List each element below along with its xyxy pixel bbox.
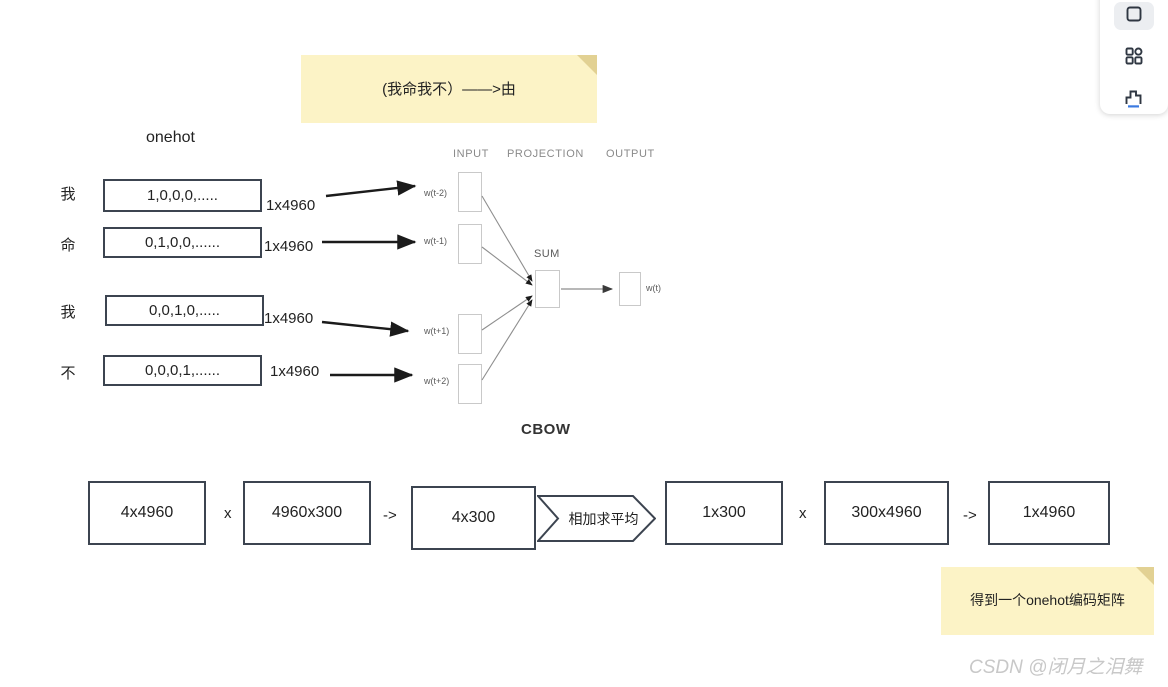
- network-node-sum: [535, 270, 560, 308]
- matrix-op-multiply-2: x: [799, 505, 807, 522]
- onehot-box-3: 0,0,1,0,.....: [105, 295, 264, 326]
- csdn-watermark: CSDN @闭月之泪舞: [969, 657, 1143, 678]
- matrix-chevron-average: 相加求平均: [537, 495, 656, 542]
- matrix-box-1x4960-result: 1x4960: [988, 481, 1110, 545]
- matrix-op-arrow-2: ->: [963, 507, 977, 524]
- onehot-title: onehot: [146, 129, 195, 146]
- network-node-input-3: [458, 314, 482, 354]
- rounded-square-icon: [1124, 4, 1144, 29]
- matrix-box-4x4960: 4x4960: [88, 481, 206, 545]
- onehot-box-4: 0,0,0,1,......: [103, 355, 262, 386]
- network-node-input-4: [458, 364, 482, 404]
- onehot-box-2: 0,1,0,0,......: [103, 227, 262, 258]
- onehot-box-1: 1,0,0,0,.....: [103, 179, 262, 212]
- network-output-label: w(t): [646, 283, 661, 293]
- network-header-projection: PROJECTION: [507, 148, 584, 160]
- network-node-label-1: w(t-2): [424, 188, 447, 198]
- sticky-note-top: (我命我不）——>由: [301, 55, 597, 123]
- apps-grid-icon: [1124, 46, 1144, 71]
- dim-label-2: 1x4960: [264, 238, 314, 255]
- network-node-input-2: [458, 224, 482, 264]
- network-header-input: INPUT: [453, 148, 489, 160]
- matrix-box-4x300: 4x300: [411, 486, 536, 550]
- matrix-box-4960x300: 4960x300: [243, 481, 371, 545]
- sticky-note-bottom-text: 得到一个onehot编码矩阵: [970, 592, 1125, 609]
- network-header-output: OUTPUT: [606, 148, 655, 160]
- network-node-label-3: w(t+1): [424, 326, 450, 336]
- bar-chart-button[interactable]: [1114, 86, 1154, 114]
- rounded-square-button[interactable]: [1114, 2, 1154, 30]
- network-node-label-2: w(t-1): [424, 236, 447, 246]
- char-label-3: 我: [60, 304, 76, 321]
- bar-chart-icon: [1123, 87, 1145, 114]
- matrix-box-1x300: 1x300: [665, 481, 783, 545]
- note-fold-corner: [577, 55, 597, 75]
- matrix-op-arrow-1: ->: [383, 507, 397, 524]
- matrix-chevron-label: 相加求平均: [568, 510, 639, 527]
- char-label-2: 命: [60, 237, 76, 254]
- sticky-note-bottom: 得到一个onehot编码矩阵: [941, 567, 1154, 635]
- dim-label-4: 1x4960: [270, 363, 320, 380]
- char-label-4: 不: [60, 365, 76, 382]
- dim-label-3: 1x4960: [264, 310, 314, 327]
- network-node-output: [619, 272, 641, 306]
- apps-grid-button[interactable]: [1114, 44, 1154, 72]
- cbow-title: CBOW: [521, 421, 571, 438]
- char-label-1: 我: [60, 186, 76, 203]
- sum-label: SUM: [534, 248, 560, 260]
- matrix-box-300x4960: 300x4960: [824, 481, 949, 545]
- note-fold-corner-bottom: [1136, 567, 1154, 585]
- floating-toolbar: [1100, 0, 1168, 114]
- dim-label-1: 1x4960: [266, 197, 316, 214]
- network-node-label-4: w(t+2): [424, 376, 450, 386]
- matrix-op-multiply-1: x: [224, 505, 232, 522]
- sticky-note-top-text: (我命我不）——>由: [382, 80, 516, 98]
- network-node-input-1: [458, 172, 482, 212]
